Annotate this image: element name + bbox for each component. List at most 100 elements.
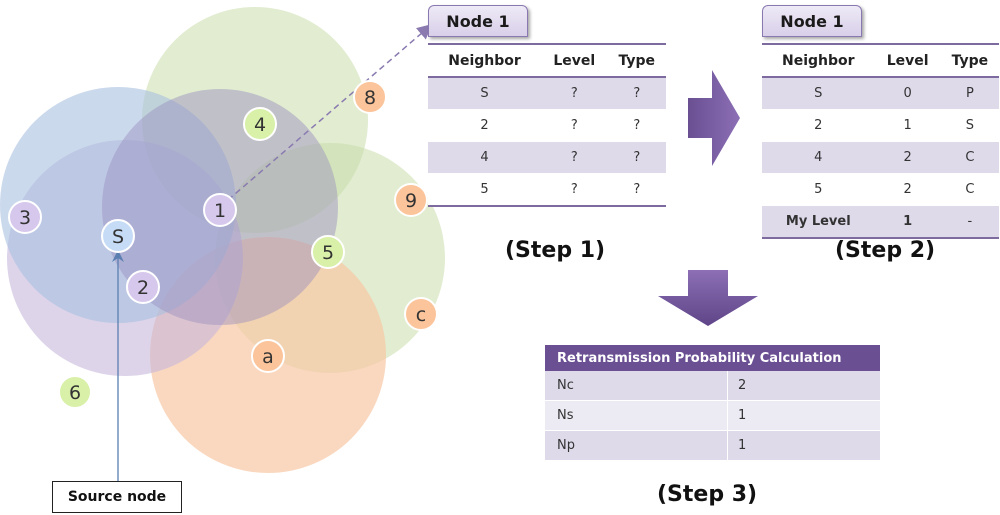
node-circle [203,193,237,227]
cell: ? [541,109,608,142]
table-row: 5 ? ? [428,173,666,207]
table-header: Level [874,43,941,78]
node-1: 1 [203,193,237,227]
node-circle [353,80,387,114]
node-circle [311,235,345,269]
node-label: 2 [137,277,149,299]
cell: Np [545,431,728,460]
table-row: 2 ? ? [428,109,666,142]
cell: 2 [762,109,875,142]
node-4: 4 [243,107,277,141]
cell: 5 [428,173,542,207]
table-header: Neighbor [762,43,875,78]
node-label: c [416,304,426,326]
node-6: 6 [58,375,92,409]
node-label: 9 [405,190,417,212]
table-row: Nc 2 [545,371,880,401]
cell: 1 [738,438,747,453]
cell: ? [541,77,608,110]
node-circle [126,270,160,304]
cell: ? [541,141,608,174]
retransmission-table-title: Retransmission Probability Calculation [545,345,880,371]
table-header: Level [541,43,608,78]
cell: 2 [874,141,941,174]
retransmission-table: Retransmission Probability Calculation N… [545,345,880,461]
step1-caption: (Step 1) [505,238,606,263]
cell: C [940,173,999,206]
cell: - [940,205,999,239]
step2-node-title: Node 1 [762,5,862,37]
cell: My Level [762,205,875,239]
node-label: 5 [322,242,334,264]
node-label: 3 [19,207,31,229]
step2-caption: (Step 2) [835,238,936,263]
node-3: 3 [8,200,42,234]
table-header: Type [940,43,999,78]
node-circle [101,219,135,253]
cell: 2 [738,378,747,393]
source-node-label: Source node [52,481,182,513]
cell: S [762,77,875,110]
node-circle [243,107,277,141]
my-level-row: My Level 1 - [762,205,999,239]
node-label: 8 [364,87,376,109]
cell: ? [541,173,608,207]
table-row: 5 2 C [762,173,999,206]
node-circle [8,200,42,234]
source-pointer-arrowhead [112,250,124,262]
cell: ? [607,173,666,207]
table-row: 2 1 S [762,109,999,142]
cell: ? [607,77,666,110]
cell: ? [607,141,666,174]
node1-callout-arrow [227,24,433,201]
table-row: Np 1 [545,431,880,461]
node-a: a [251,339,285,373]
step-arrow-right [688,70,740,166]
cell: Nc [545,371,728,400]
table-header: Type [607,43,666,78]
node-label: S [112,226,124,248]
table-row: S ? ? [428,77,666,110]
cell: 2 [874,173,941,206]
cell: S [940,109,999,142]
step3-caption: (Step 3) [657,482,758,507]
cell: 1 [738,408,747,423]
cell: P [940,77,999,110]
node-circle [394,183,428,217]
node-circle [251,339,285,373]
node-circle [58,375,92,409]
node-label: 4 [254,114,266,136]
node-2: 2 [126,270,160,304]
step1-neighbor-table: Neighbor Level Type S ? ? 2 ? ? 4 ? ? [428,43,666,207]
cell: C [940,141,999,174]
table-row: Ns 1 [545,401,880,431]
table-header: Neighbor [428,43,542,78]
step-arrow-down [658,270,758,326]
table-row: 4 ? ? [428,141,666,174]
cell: Ns [545,401,728,430]
node-8: 8 [353,80,387,114]
node-c: c [404,297,438,331]
cell: S [428,77,542,110]
node-9: 9 [394,183,428,217]
node-label: 6 [69,382,81,404]
cell: ? [607,109,666,142]
cell: 4 [762,141,875,174]
table-row: S 0 P [762,77,999,110]
step2-neighbor-table: Neighbor Level Type S 0 P 2 1 S 4 2 C [762,43,999,239]
node-label: 1 [214,200,226,222]
cell: 2 [428,109,542,142]
node-circle [404,297,438,331]
cell: 1 [874,109,941,142]
step1-node-title: Node 1 [428,5,528,37]
node-label: a [262,346,274,368]
cell: 4 [428,141,542,174]
node-5: 5 [311,235,345,269]
cell: 1 [874,205,941,239]
range-circle-node-S [0,87,236,323]
node-S: S [101,219,135,253]
cell: 0 [874,77,941,110]
table-row: 4 2 C [762,141,999,174]
cell: 5 [762,173,875,206]
